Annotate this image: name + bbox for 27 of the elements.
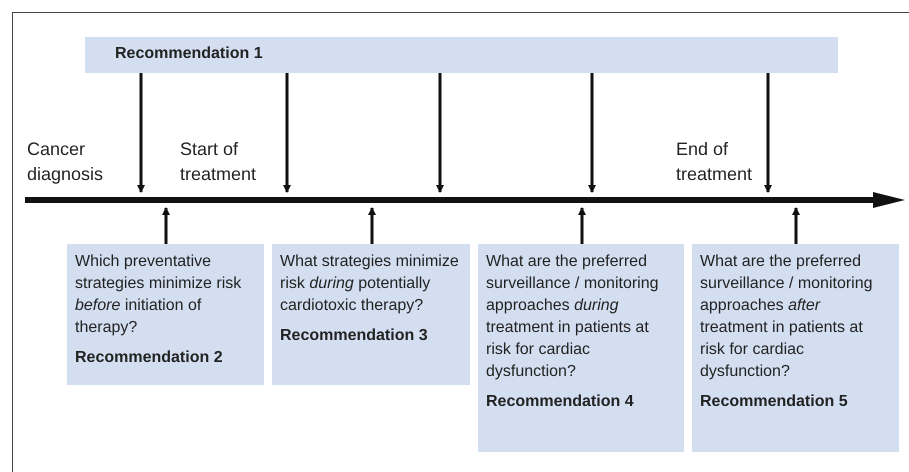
question-box	[67, 244, 264, 385]
arrow	[368, 207, 376, 244]
question-box	[272, 244, 470, 385]
recommendation-label: Recommendation 5	[700, 393, 848, 411]
arrow	[283, 73, 291, 193]
recommendation-label: Recommendation 1	[115, 45, 263, 63]
question-box	[478, 244, 684, 452]
arrow	[764, 73, 772, 193]
question-text: What strategies minimize risk during potentially cardiotoxic therapy?	[280, 252, 460, 316]
arrow	[162, 207, 170, 244]
timeline-label: Start of treatment	[180, 138, 258, 186]
arrow	[578, 207, 586, 244]
recommendation-label: Recommendation 4	[486, 393, 634, 411]
arrow	[137, 73, 145, 193]
question-text: Which preventative strategies minimize risk before initiation of therapy?	[75, 252, 242, 338]
timeline-arrow	[25, 192, 905, 208]
arrow	[792, 207, 800, 244]
question-text: What are the preferred surveillance / monitoring approaches after treatment in patients at risk for cardiac dysfunction?	[700, 252, 874, 382]
recommendation-label: Recommendation 3	[280, 327, 428, 345]
arrow	[436, 73, 444, 193]
question-box	[692, 244, 899, 452]
recommendation-bar	[85, 37, 838, 73]
arrow	[588, 73, 596, 193]
timeline-label: End of treatment	[676, 138, 754, 186]
question-text: What are the preferred surveillance / monitoring approaches during treatment in patients at risk for cardiac dysfunction?	[486, 252, 660, 382]
timeline-label: Cancer diagnosis	[27, 138, 104, 186]
recommendation-label: Recommendation 2	[75, 349, 223, 367]
